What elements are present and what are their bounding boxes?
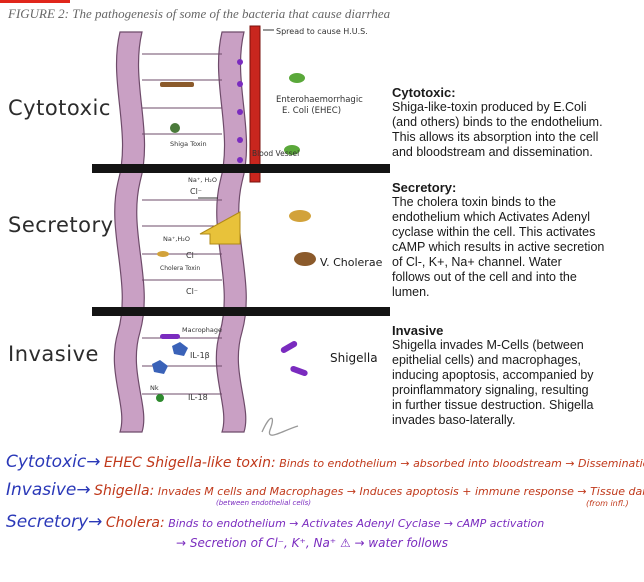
label-cl-2: Cl⁻ (186, 251, 198, 260)
section-line: inducing apoptosis, accompanied by (392, 368, 640, 383)
blood-vessel (250, 26, 260, 182)
section-line: endothelium which Activates Adenyl (392, 210, 640, 225)
section-line: in further tissue destruction. Shigella (392, 398, 640, 413)
label-shigella: Shigella (330, 351, 378, 365)
cell-partitions (142, 54, 222, 394)
section-line: of Cl-, K+, Na+ channel. Water (392, 255, 640, 270)
shigella-bacterium-2 (290, 365, 309, 377)
section-line: proinflammatory signaling, resulting (392, 383, 640, 398)
signature-scribble (262, 418, 298, 435)
note-mid: Shigella: (94, 483, 154, 499)
label-nk: Nk (150, 384, 159, 392)
label-cl-1: Cl⁻ (190, 187, 202, 196)
section-line: Shigella invades M-Cells (between (392, 338, 640, 353)
section-cytotoxic: Cytotoxic: Shiga-like-toxin produced by … (392, 85, 640, 160)
label-macrophage: Macrophage (182, 326, 222, 334)
vibrio-bacterium-1 (289, 210, 311, 222)
note-mid: EHEC Shigella-like toxin: (104, 455, 276, 471)
section-secretory: Secretory: The cholera toxin binds to th… (392, 180, 640, 300)
shigella-bacterium-1 (280, 340, 299, 354)
section-line: cAMP which results in active secretion (392, 240, 640, 255)
label-na-h2o-2: Na⁺,H₂O (163, 235, 190, 243)
section-line: follows out of the cell and into the (392, 270, 640, 285)
section-line: epithelial cells) and macrophages, (392, 353, 640, 368)
note-invasive-sub1: (between endothelial cells) (216, 499, 311, 507)
note-text: Binds to endothelium → Activates Adenyl … (168, 517, 544, 530)
note-lead: Cytotoxic→ (6, 452, 100, 472)
section-line: and bloodstream and dissemination. (392, 145, 640, 160)
section-line: invades baso-laterally. (392, 413, 640, 428)
section-title: Invasive (392, 323, 640, 338)
section-line: The cholera toxin binds to the (392, 195, 640, 210)
section-title: Secretory: (392, 180, 640, 195)
label-ehec-1: Enterohaemorrhagic (276, 95, 363, 105)
note-text: Binds to endothelium → absorbed into blo… (279, 457, 644, 470)
vibrio-lumen (157, 251, 169, 257)
top-accent-mark (0, 0, 70, 3)
section-invasive: Invasive Shigella invades M-Cells (betwe… (392, 323, 640, 428)
row-label-invasive: Invasive (8, 342, 99, 366)
section-title: Cytotoxic: (392, 85, 640, 100)
macrophage-2 (152, 360, 168, 374)
label-cl-3: Cl⁻ (186, 287, 198, 296)
ehec-bacterium (289, 73, 305, 83)
label-shiga-toxin: Shiga Toxin (170, 140, 207, 148)
note-cytotoxic: Cytotoxic→ EHEC Shigella-like toxin: Bin… (6, 452, 644, 472)
section-line: cyclase within the cell. This activates (392, 225, 640, 240)
nk-cell (156, 394, 164, 402)
section-line: (and others) binds to the endothelium. (392, 115, 640, 130)
row-label-cytotoxic: Cytotoxic (8, 96, 111, 120)
label-il1b: IL-1β (190, 351, 210, 360)
note-lead: Secretory→ (6, 512, 102, 532)
macrophage-1 (172, 342, 188, 356)
note-mid: Cholera: (106, 515, 165, 531)
band-secretory-invasive (92, 307, 390, 316)
note-secretory: Secretory→ Cholera: Binds to endothelium… (6, 512, 544, 532)
note-text: Invades M cells and Macrophages → Induce… (158, 485, 644, 498)
row-label-secretory: Secretory (8, 213, 114, 237)
shiga-toxin-dot (170, 123, 180, 133)
bacillus-cytotoxic (160, 82, 194, 87)
band-cytotoxic-secretory (92, 164, 390, 173)
label-v-cholerae: V. Cholerae (320, 256, 383, 269)
note-invasive-sub2: (from infl.) (586, 499, 629, 508)
label-blood-vessel: Blood Vessel (252, 149, 299, 158)
left-intestinal-wall (114, 32, 144, 432)
note-secretory-line2: → Secretion of Cl⁻, K⁺, Na⁺ ⚠ → water fo… (176, 536, 448, 550)
figure-title: FIGURE 2: The pathogenesis of some of th… (8, 6, 390, 22)
label-ehec-2: E. Coli (EHEC) (282, 106, 341, 116)
note-invasive: Invasive→ Shigella: Invades M cells and … (6, 480, 644, 500)
section-line: lumen. (392, 285, 640, 300)
section-line: This allows its absorption into the cell (392, 130, 640, 145)
note-lead: Invasive→ (6, 480, 91, 500)
label-na-h2o: Na⁺, H₂O (188, 176, 217, 184)
label-cholera-toxin: Cholera Toxin (160, 265, 200, 272)
vibrio-bacterium-2 (294, 252, 316, 266)
label-il18: IL-18 (188, 393, 208, 402)
label-spread: Spread to cause H.U.S. (276, 27, 368, 36)
section-line: Shiga-like-toxin produced by E.Coli (392, 100, 640, 115)
shigella-in-wall (160, 334, 180, 339)
